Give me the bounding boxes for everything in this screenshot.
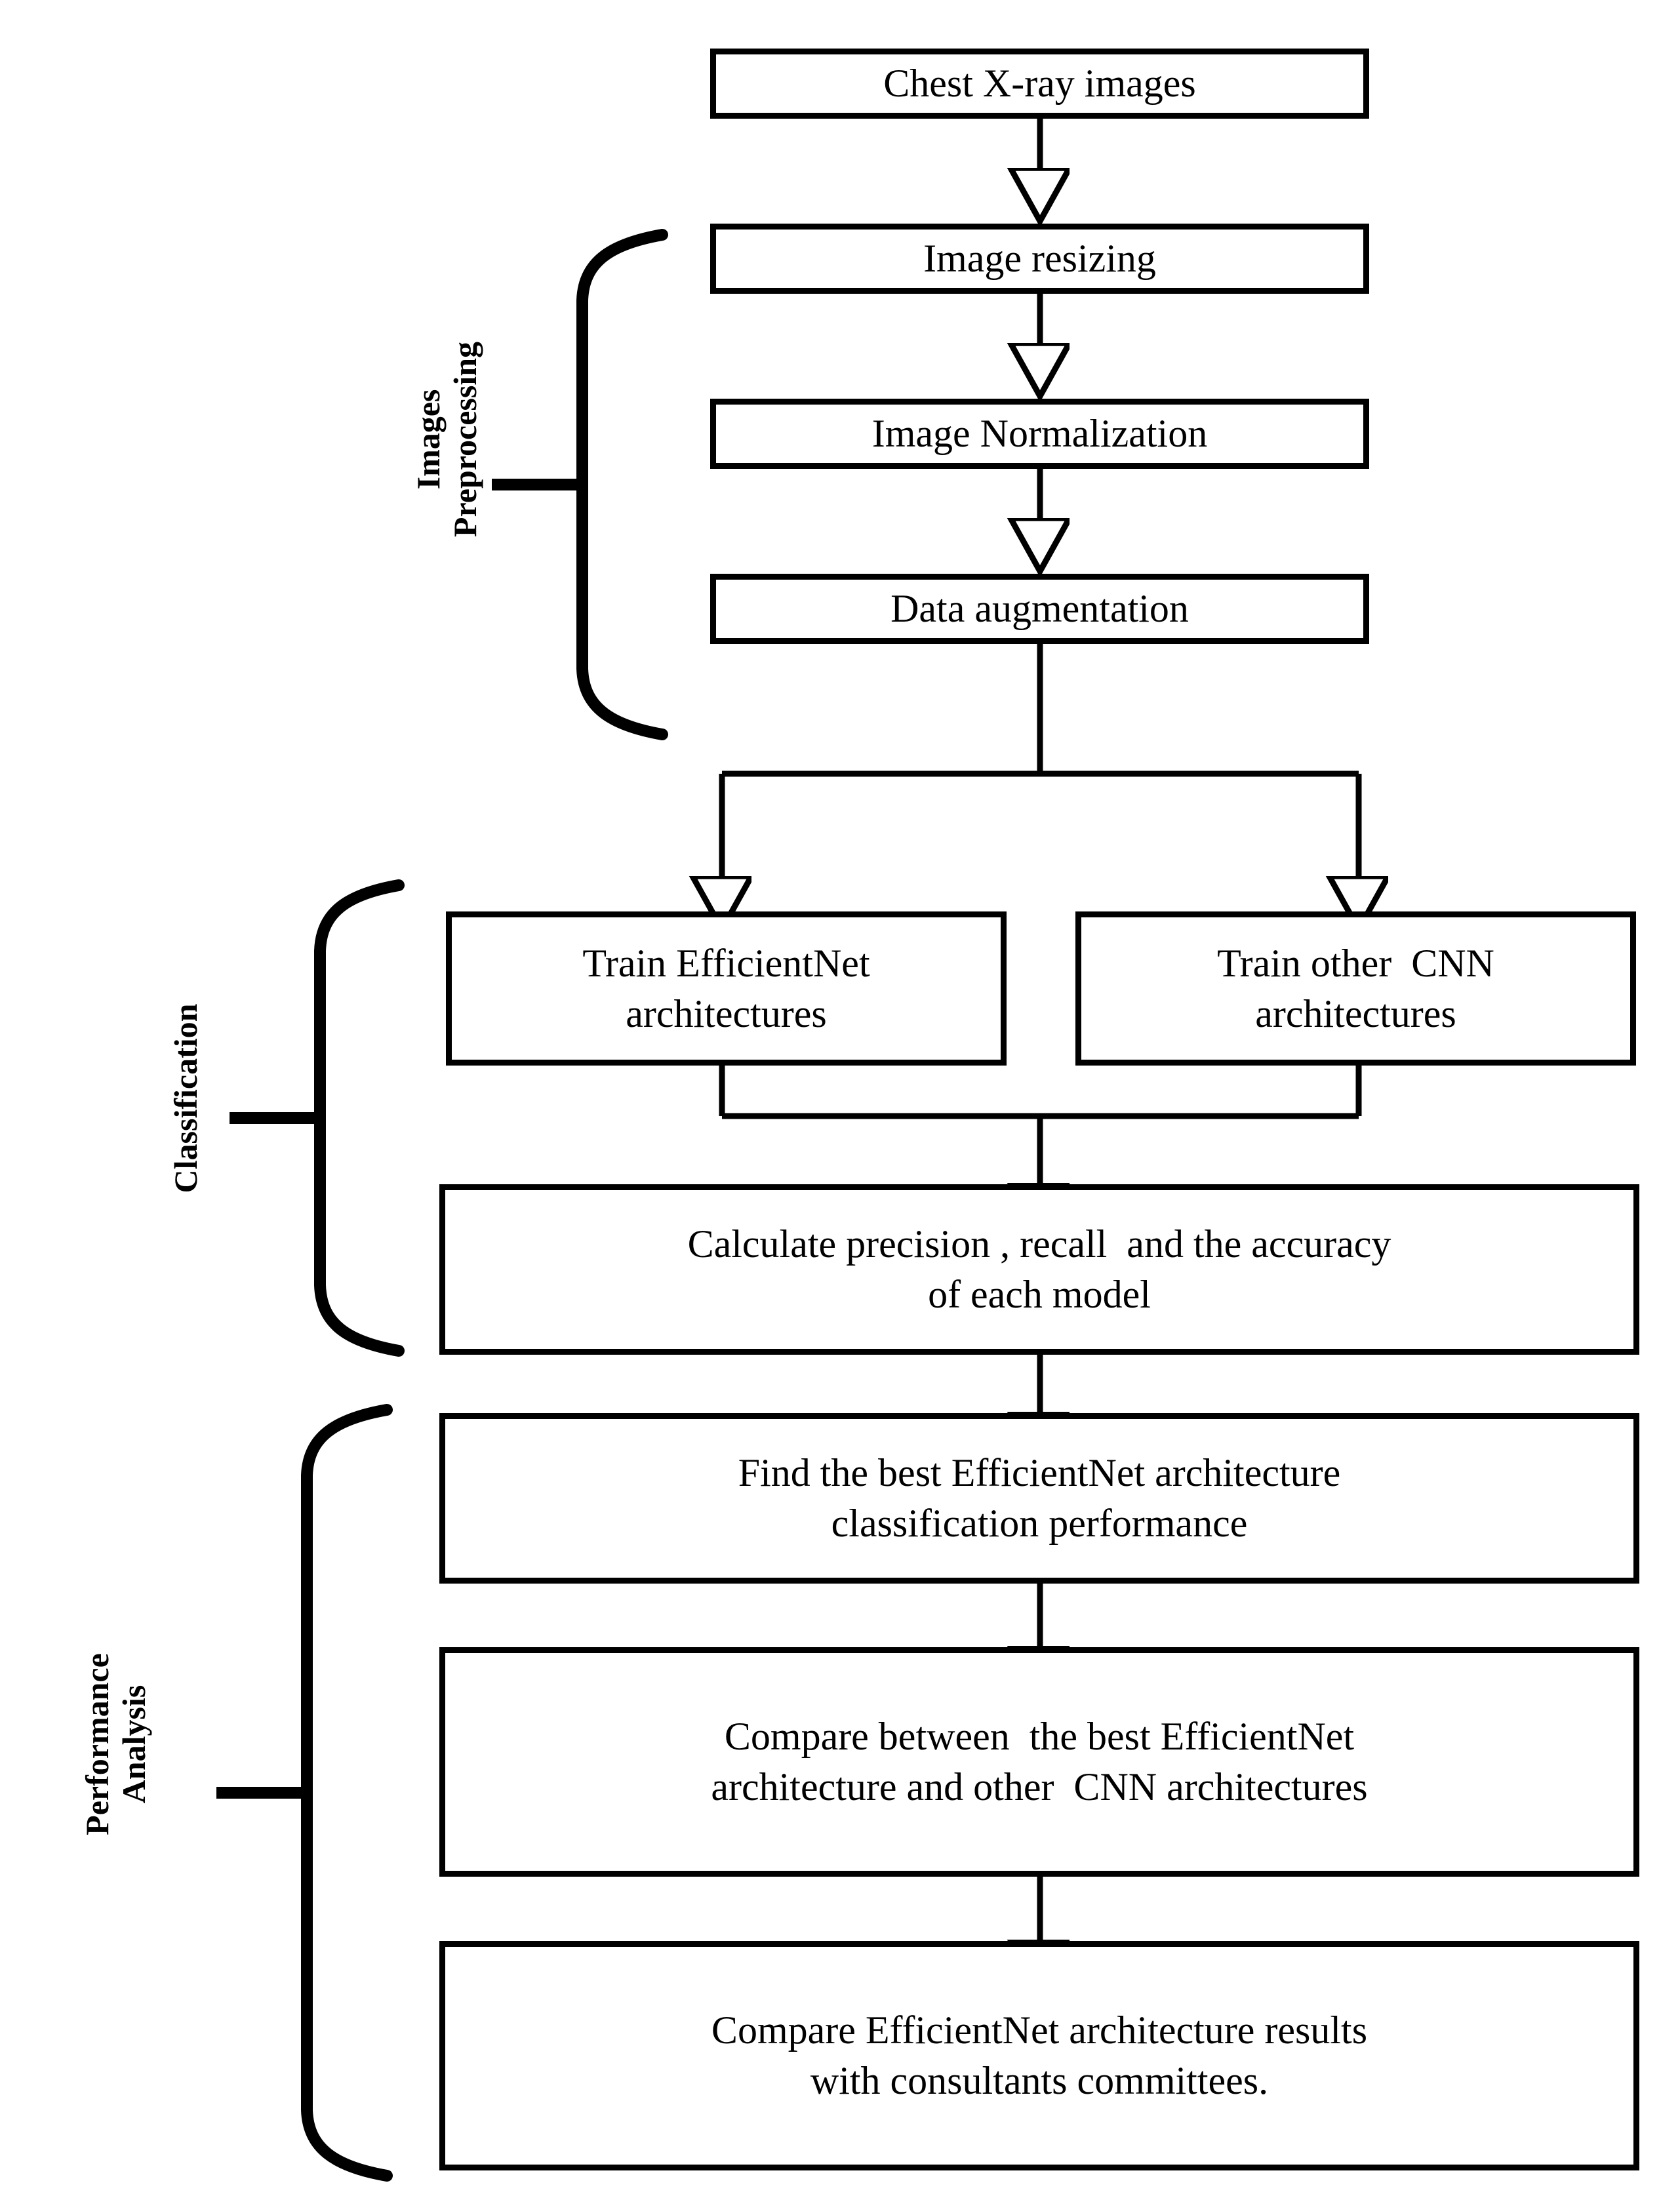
- node-compare-with-consultants[interactable]: Compare EfficientNet architecture result…: [439, 1941, 1639, 2170]
- node-label: Data augmentation: [890, 587, 1189, 631]
- node-image-normalization[interactable]: Image Normalization: [710, 399, 1369, 469]
- node-compare-efficientnet-vs-cnn[interactable]: Compare between the best EfficientNet ar…: [439, 1647, 1639, 1877]
- node-train-other-cnn[interactable]: Train other CNN architectures: [1075, 911, 1636, 1066]
- group-label-performance-analysis: Performance Analysis: [79, 1653, 152, 1835]
- group-label-classification: Classification: [167, 1003, 204, 1193]
- node-find-best-efficientnet[interactable]: Find the best EfficientNet architecture …: [439, 1413, 1639, 1584]
- brace-preprocessing: [576, 229, 668, 740]
- node-label: Chest X-ray images: [883, 62, 1196, 106]
- node-label: Image resizing: [923, 237, 1156, 281]
- group-label-images-preprocessing: Images Preprocessing: [410, 341, 483, 538]
- node-label: Image Normalization: [871, 412, 1208, 456]
- node-label: Calculate precision , recall and the acc…: [687, 1222, 1391, 1316]
- node-train-efficientnet[interactable]: Train EfficientNet architectures: [446, 911, 1007, 1066]
- brace-classification: [314, 879, 405, 1357]
- node-chest-xray-images[interactable]: Chest X-ray images: [710, 49, 1369, 119]
- node-image-resizing[interactable]: Image resizing: [710, 224, 1369, 294]
- node-label: Find the best EfficientNet architecture …: [738, 1451, 1341, 1545]
- node-calculate-metrics[interactable]: Calculate precision , recall and the acc…: [439, 1184, 1639, 1355]
- brace-performance: [301, 1404, 393, 2182]
- node-data-augmentation[interactable]: Data augmentation: [710, 574, 1369, 644]
- node-label: Train EfficientNet architectures: [582, 941, 870, 1035]
- node-label: Train other CNN architectures: [1217, 941, 1494, 1035]
- node-label: Compare between the best EfficientNet ar…: [711, 1715, 1368, 1808]
- node-label: Compare EfficientNet architecture result…: [711, 2008, 1368, 2102]
